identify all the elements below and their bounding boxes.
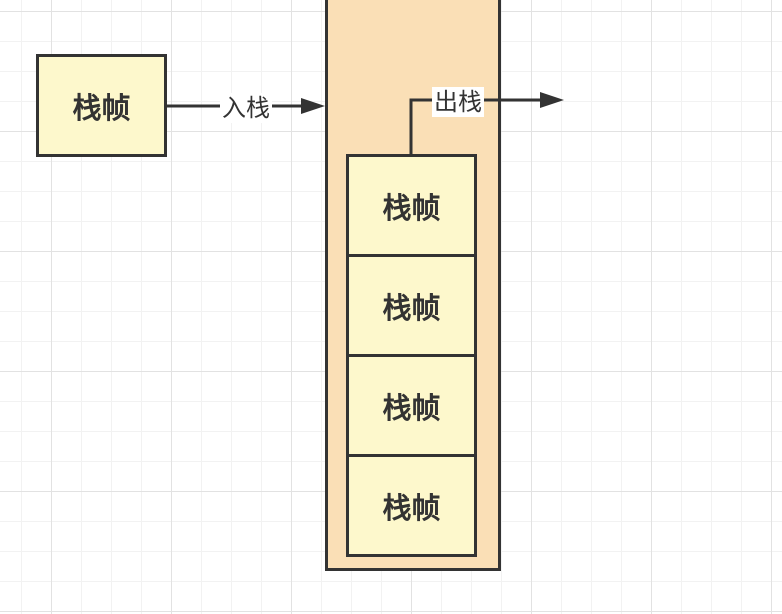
stack-frame-label: 栈帧 bbox=[382, 290, 441, 325]
stack-frame-4[interactable]: 栈帧 bbox=[346, 454, 477, 557]
incoming-stack-frame[interactable]: 栈帧 bbox=[36, 54, 167, 157]
push-arrowhead bbox=[301, 98, 325, 114]
stack-frame-label: 栈帧 bbox=[382, 190, 441, 225]
stack-frame-label: 栈帧 bbox=[382, 490, 441, 525]
stack-frame-label: 栈帧 bbox=[382, 390, 441, 425]
push-edge-label: 入栈 bbox=[220, 93, 272, 123]
stack-frame-3[interactable]: 栈帧 bbox=[346, 354, 477, 457]
pop-edge-label: 出栈 bbox=[432, 87, 484, 117]
stack-frame-1[interactable]: 栈帧 bbox=[346, 154, 477, 257]
incoming-frame-label: 栈帧 bbox=[72, 90, 131, 125]
pop-arrowhead bbox=[540, 92, 564, 108]
pop-edge-line[interactable] bbox=[409, 98, 541, 156]
stack-frame-2[interactable]: 栈帧 bbox=[346, 254, 477, 357]
